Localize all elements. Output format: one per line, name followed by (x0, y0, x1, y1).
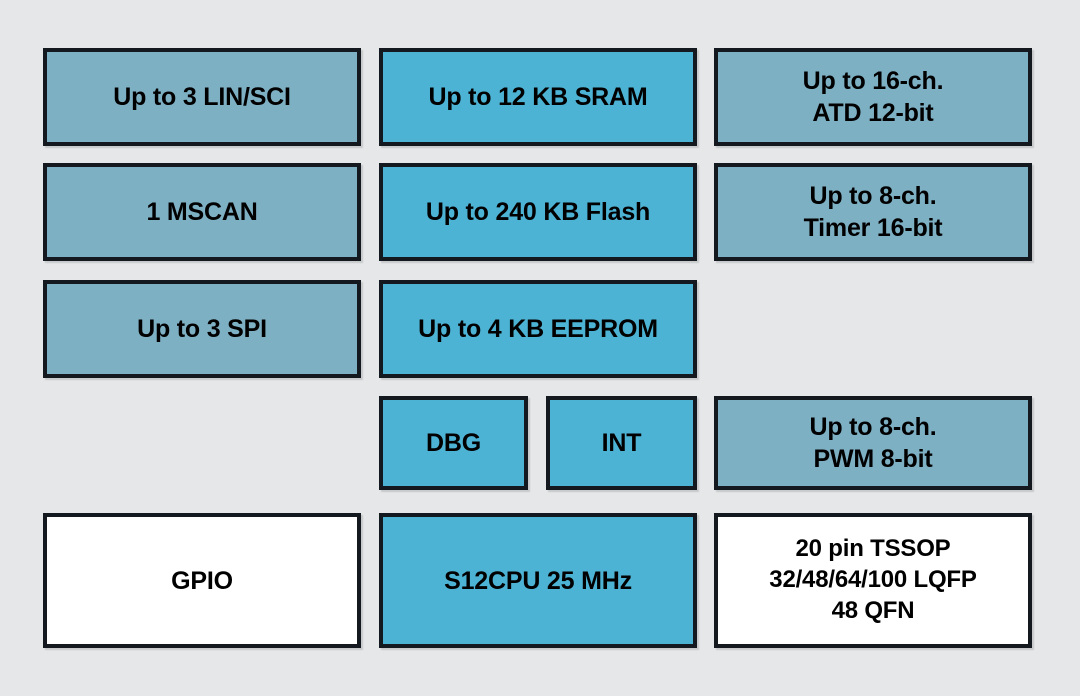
block-gpio: GPIO (43, 513, 361, 648)
block-spi: Up to 3 SPI (43, 280, 361, 378)
block-s12cpu-label: S12CPU 25 MHz (444, 566, 632, 595)
block-flash: Up to 240 KB Flash (379, 163, 697, 261)
block-sram-label: Up to 12 KB SRAM (428, 83, 648, 111)
block-eeprom: Up to 4 KB EEPROM (379, 280, 697, 378)
block-spi-label: Up to 3 SPI (137, 315, 267, 343)
block-gpio-label: GPIO (171, 566, 233, 595)
block-mscan-label: 1 MSCAN (146, 198, 258, 226)
block-int: INT (546, 396, 697, 490)
block-eeprom-label: Up to 4 KB EEPROM (418, 315, 658, 343)
block-atd: Up to 16-ch. ATD 12-bit (714, 48, 1032, 146)
block-mscan: 1 MSCAN (43, 163, 361, 261)
block-sram: Up to 12 KB SRAM (379, 48, 697, 146)
block-dbg-label: DBG (426, 429, 481, 457)
block-timer: Up to 8-ch. Timer 16-bit (714, 163, 1032, 261)
block-timer-label: Up to 8-ch. Timer 16-bit (803, 182, 943, 242)
block-packages-label: 20 pin TSSOP 32/48/64/100 LQFP 48 QFN (769, 535, 977, 624)
block-packages: 20 pin TSSOP 32/48/64/100 LQFP 48 QFN (714, 513, 1032, 648)
block-lin-sci-label: Up to 3 LIN/SCI (113, 83, 291, 111)
block-int-label: INT (601, 429, 642, 457)
block-pwm: Up to 8-ch. PWM 8-bit (714, 396, 1032, 490)
block-flash-label: Up to 240 KB Flash (425, 198, 651, 226)
block-dbg: DBG (379, 396, 528, 490)
block-lin-sci: Up to 3 LIN/SCI (43, 48, 361, 146)
block-atd-label: Up to 16-ch. ATD 12-bit (802, 67, 944, 127)
block-s12cpu: S12CPU 25 MHz (379, 513, 697, 648)
block-pwm-label: Up to 8-ch. PWM 8-bit (809, 413, 937, 473)
